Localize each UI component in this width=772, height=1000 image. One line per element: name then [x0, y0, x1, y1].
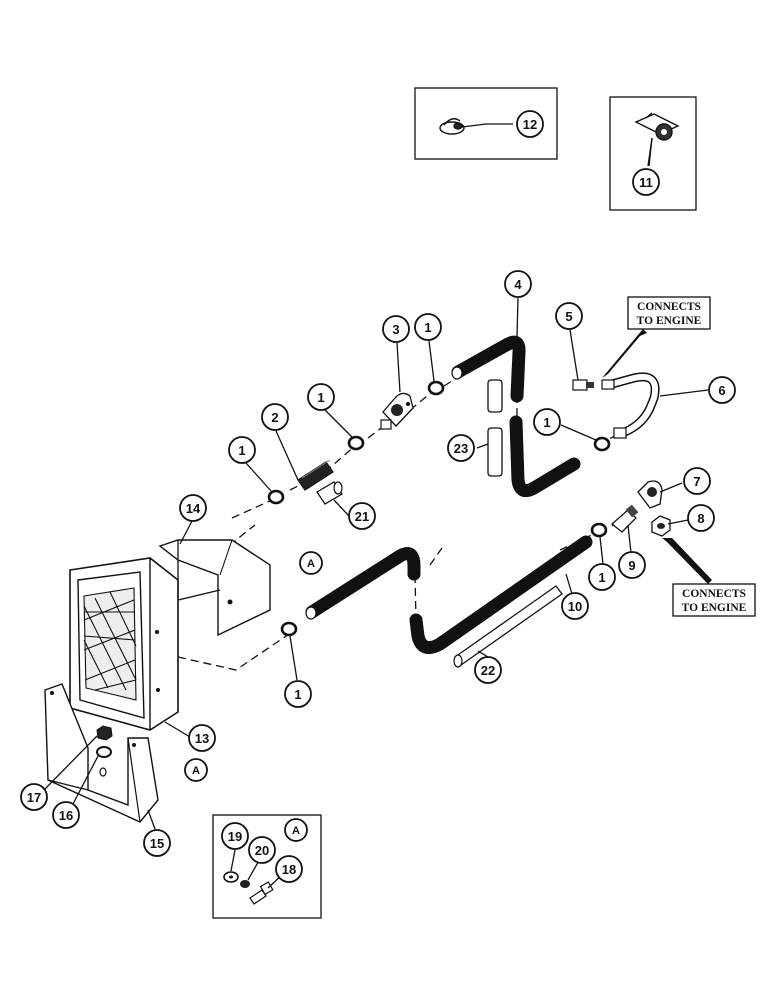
svg-text:A: A — [292, 825, 300, 837]
hose-part-4 — [451, 335, 581, 498]
leader-lines — [43, 137, 709, 830]
svg-text:15: 15 — [150, 836, 164, 851]
note-right-line-2: TO ENGINE — [682, 602, 747, 614]
svg-text:12: 12 — [523, 117, 537, 132]
fitting-part-9 — [610, 504, 639, 533]
note-top-line-2: TO ENGINE — [637, 315, 702, 327]
callout-19: 19 — [221, 822, 249, 850]
bracket-part-15 — [44, 683, 159, 823]
note-connects-to-engine-right: CONNECTS TO ENGINE — [662, 538, 756, 617]
svg-text:A: A — [307, 558, 315, 570]
svg-text:5: 5 — [565, 309, 572, 324]
callout-20: 20 — [248, 836, 276, 864]
tube-part-22 — [453, 585, 563, 668]
clip-part-12 — [439, 118, 487, 135]
callout-21: 21 — [348, 502, 376, 530]
callout-7: 7 — [683, 467, 711, 495]
svg-text:3: 3 — [392, 322, 399, 337]
callout-14: 14 — [179, 494, 207, 522]
nut-part-17 — [96, 725, 113, 741]
clamp-part-11 — [634, 112, 680, 141]
svg-text:8: 8 — [697, 511, 704, 526]
elbow-part-7 — [637, 480, 663, 509]
svg-text:7: 7 — [693, 474, 700, 489]
hose-part-10 — [305, 535, 593, 655]
callout-1-c: 1 — [228, 436, 256, 464]
callout-1-d: 1 — [533, 408, 561, 436]
svg-text:4: 4 — [514, 277, 522, 292]
lamp-part-13 — [69, 557, 179, 731]
svg-text:13: 13 — [195, 731, 209, 746]
detail-box-11 — [609, 96, 697, 211]
reference-a-3: A — [284, 818, 308, 842]
note-connects-to-engine-top: CONNECTS TO ENGINE — [602, 296, 711, 378]
callout-5: 5 — [555, 302, 583, 330]
callout-8: 8 — [687, 504, 715, 532]
svg-text:1: 1 — [317, 390, 324, 405]
svg-text:20: 20 — [255, 843, 269, 858]
washer-part-19 — [223, 871, 239, 883]
svg-text:1: 1 — [543, 415, 550, 430]
note-top-line-1: CONNECTS — [637, 301, 701, 313]
reference-a-1: A — [299, 551, 323, 575]
reference-a-2: A — [184, 758, 208, 782]
lamp-lens-grid — [83, 587, 137, 701]
svg-text:16: 16 — [59, 808, 73, 823]
callout-22: 22 — [474, 656, 502, 684]
svg-text:9: 9 — [628, 558, 635, 573]
fitting-part-5 — [572, 379, 594, 391]
callout-9: 9 — [618, 551, 646, 579]
callout-1-e: 1 — [588, 563, 616, 591]
svg-text:19: 19 — [228, 829, 242, 844]
svg-text:10: 10 — [568, 599, 582, 614]
callout-23: 23 — [447, 434, 475, 462]
callout-2: 2 — [261, 403, 289, 431]
svg-text:6: 6 — [718, 383, 725, 398]
callout-13: 13 — [188, 724, 216, 752]
svg-text:1: 1 — [238, 443, 245, 458]
svg-text:14: 14 — [186, 501, 201, 516]
callout-18: 18 — [275, 855, 303, 883]
callout-12: 12 — [516, 110, 544, 138]
hose-clamps-part-1 — [267, 380, 611, 637]
svg-text:23: 23 — [454, 441, 468, 456]
svg-text:1: 1 — [294, 687, 301, 702]
callout-11: 11 — [632, 168, 660, 196]
sleeve-part-23 — [487, 379, 503, 477]
svg-text:22: 22 — [481, 663, 495, 678]
callout-4: 4 — [504, 270, 532, 298]
svg-text:21: 21 — [355, 509, 369, 524]
callout-17: 17 — [20, 783, 48, 811]
callout-10: 10 — [561, 592, 589, 620]
callout-1-f: 1 — [284, 680, 312, 708]
svg-text:2: 2 — [271, 410, 278, 425]
nut-part-8 — [651, 515, 671, 537]
svg-text:1: 1 — [598, 570, 605, 585]
svg-text:A: A — [192, 765, 200, 777]
svg-text:18: 18 — [282, 862, 296, 877]
valve-part-3 — [380, 392, 414, 430]
washer-part-20 — [240, 880, 250, 888]
callout-6: 6 — [708, 376, 736, 404]
note-right-line-1: CONNECTS — [682, 588, 746, 600]
nipple-part-2 — [297, 459, 334, 491]
svg-text:17: 17 — [27, 790, 41, 805]
callout-15: 15 — [143, 829, 171, 857]
coupling-part-21 — [316, 481, 343, 505]
callout-1-a: 1 — [414, 313, 442, 341]
callout-1-b: 1 — [307, 383, 335, 411]
callout-16: 16 — [52, 801, 80, 829]
svg-text:1: 1 — [424, 320, 431, 335]
callout-3: 3 — [382, 315, 410, 343]
pipe-part-6 — [601, 372, 660, 439]
svg-text:11: 11 — [639, 175, 653, 190]
washer-part-16 — [96, 746, 112, 777]
